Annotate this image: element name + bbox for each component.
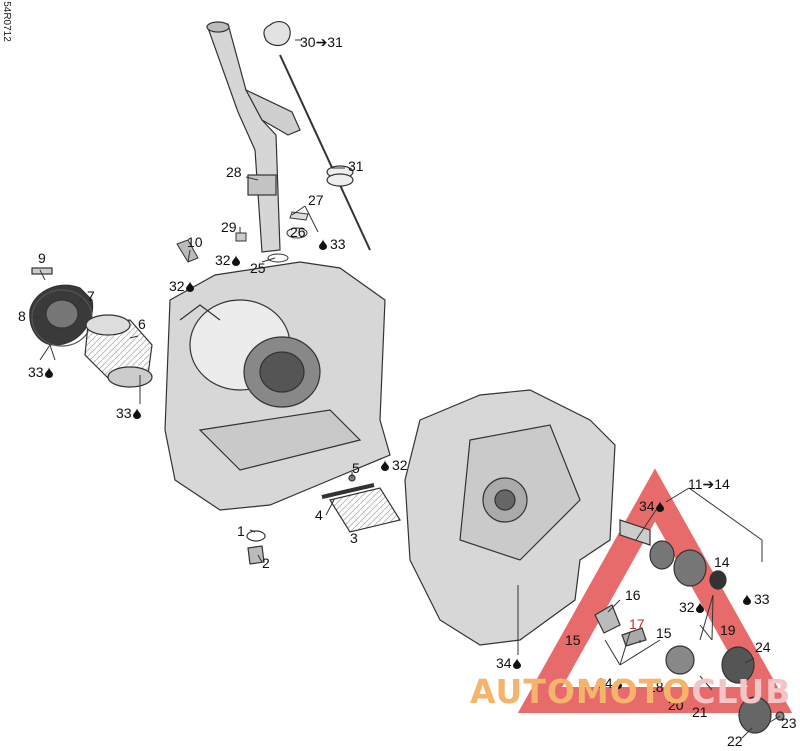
callout-34-a: 34: [639, 499, 664, 513]
oil-drop-icon: [613, 678, 622, 689]
callout-32-b: 32: [169, 279, 194, 293]
oil-drop-icon: [695, 602, 704, 613]
callout-34-a-text: 34: [639, 498, 655, 514]
callout-2: 2: [262, 555, 270, 571]
callout-23: 23: [781, 715, 797, 731]
callout-10: 10: [187, 234, 203, 250]
callout-20: 20: [668, 697, 684, 713]
callout-34-c: 34: [597, 676, 622, 690]
callout-33-d: 33: [742, 592, 770, 606]
callout-32-d-text: 32: [679, 599, 695, 615]
oil-drop-icon: [132, 408, 141, 419]
callout-29: 29: [221, 219, 237, 235]
oil-drop-icon: [655, 501, 664, 512]
leader-lines: [32, 39, 781, 739]
oil-drop-icon: [743, 594, 751, 605]
oil-drop-icon: [185, 281, 194, 292]
oil-filter-cover: [29, 267, 94, 347]
oil-drop-icon: [381, 460, 389, 471]
callout-32-a: 32: [215, 253, 240, 267]
callout-15a: 15: [565, 632, 581, 648]
callout-32-b-text: 32: [169, 278, 185, 294]
callout-33-a-text: 33: [330, 236, 346, 252]
callout-33-c: 33: [116, 406, 141, 420]
callout-9: 9: [38, 250, 46, 266]
callout-22: 22: [727, 733, 743, 749]
left-crankcase: [164, 261, 391, 511]
callout-33-d-text: 33: [754, 591, 770, 607]
oil-drop-icon: [319, 239, 327, 250]
callout-6: 6: [138, 316, 146, 332]
right-crankcase: [404, 389, 616, 646]
callout-1: 1: [237, 523, 245, 539]
callout-33-b-text: 33: [28, 364, 44, 380]
tube-hardware: [176, 211, 309, 263]
callout-27: 27: [308, 192, 324, 208]
oil-filter-element: [84, 314, 153, 388]
callout-34-b: 34: [496, 656, 521, 670]
callout-8: 8: [18, 308, 26, 324]
callout-19: 19: [720, 622, 736, 638]
callout-14: 14: [714, 554, 730, 570]
callout-34-c-text: 34: [597, 675, 613, 691]
callout-3: 3: [350, 530, 358, 546]
callout-32-c: 32: [380, 458, 408, 472]
strainer-screen: [321, 474, 401, 533]
oil-drop-icon: [231, 255, 240, 266]
oil-filler-tube: [206, 21, 301, 253]
callout-5: 5: [352, 460, 360, 476]
callout-17: 17: [629, 616, 645, 632]
callout-16: 16: [625, 587, 641, 603]
callout-33-c-text: 33: [116, 405, 132, 421]
oil-pump-parts: [594, 519, 785, 734]
callout-32-d: 32: [679, 600, 704, 614]
callout-32-a-text: 32: [215, 252, 231, 268]
watermark-part-a: AUTOMOTO: [470, 672, 692, 711]
watermark-text: AUTOMOTOCLUB: [470, 672, 791, 711]
callout-25: 25: [250, 260, 266, 276]
callout-34-b-text: 34: [496, 655, 512, 671]
oil-drop-icon: [44, 367, 53, 378]
dipstick: [263, 21, 371, 251]
callout-18: 18: [648, 679, 664, 695]
callout-11-14: 11➔14: [688, 476, 730, 492]
callout-7: 7: [87, 288, 95, 304]
callout-24: 24: [755, 639, 771, 655]
watermark-part-b: CLUB: [691, 672, 792, 711]
callout-33-b: 33: [28, 365, 53, 379]
callout-33-a: 33: [318, 237, 346, 251]
callout-15b: 15: [656, 625, 672, 641]
oil-drop-icon: [512, 658, 521, 669]
callout-28: 28: [226, 164, 242, 180]
callout-21: 21: [692, 704, 708, 720]
callout-26: 26: [290, 224, 306, 240]
callout-32-c-text: 32: [392, 457, 408, 473]
callout-4: 4: [315, 507, 323, 523]
callout-31: 31: [348, 158, 364, 174]
callout-30-31: 30➔31: [300, 34, 343, 50]
